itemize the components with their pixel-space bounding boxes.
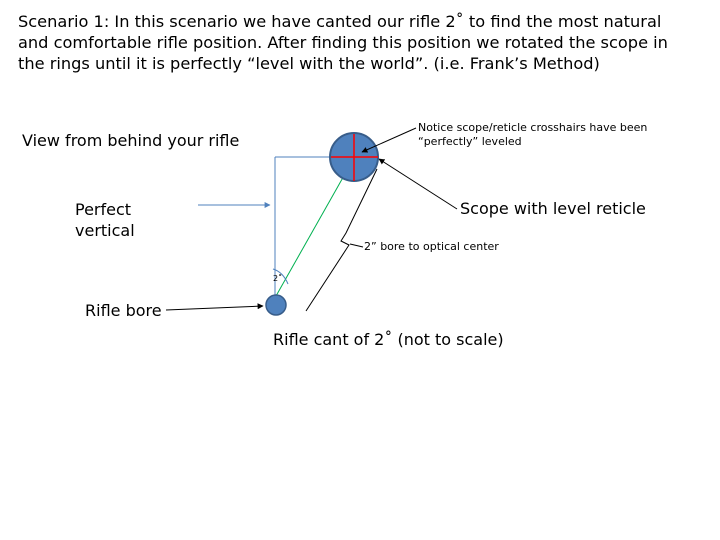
angle-arc — [272, 268, 289, 285]
rifle-bore-label: Rifle bore — [85, 301, 162, 320]
bore-arrow — [165, 303, 264, 311]
perfect-vertical-label-line-1: Perfect — [75, 200, 132, 219]
notice-annotation: Notice scope/reticle crosshairs have bee… — [418, 121, 647, 149]
scenario-line-3: the rings until it is perfectly “level w… — [18, 54, 600, 73]
perfect-vertical-label-line-2: vertical — [75, 221, 135, 240]
scenario-line-2: and comfortable rifle position. After fi… — [18, 33, 668, 52]
notice-arrow — [361, 127, 417, 153]
notice-annotation-line-2: “perfectly” leveled — [418, 135, 522, 148]
bore-circle — [265, 294, 287, 316]
scenario-line-1: Scenario 1: In this scenario we have can… — [18, 12, 662, 31]
view-label: View from behind your rifle — [22, 131, 240, 150]
bore-distance-bracket — [305, 168, 378, 312]
bore-distance-leader — [349, 243, 364, 248]
scope-label: Scope with level reticle — [460, 199, 646, 218]
rifle-cant-caption: Rifle cant of 2˚ (not to scale) — [273, 330, 504, 349]
notice-annotation-line-1: Notice scope/reticle crosshairs have bee… — [418, 121, 648, 134]
perfect-vertical-label: Perfect vertical — [75, 199, 135, 241]
bore-distance-label: 2” bore to optical center — [364, 240, 499, 253]
scenario-description: Scenario 1: In this scenario we have can… — [18, 11, 708, 74]
angle-label: 2˚ — [273, 274, 283, 283]
scope-arrow — [378, 158, 458, 210]
bore-to-scope-line — [275, 157, 355, 297]
